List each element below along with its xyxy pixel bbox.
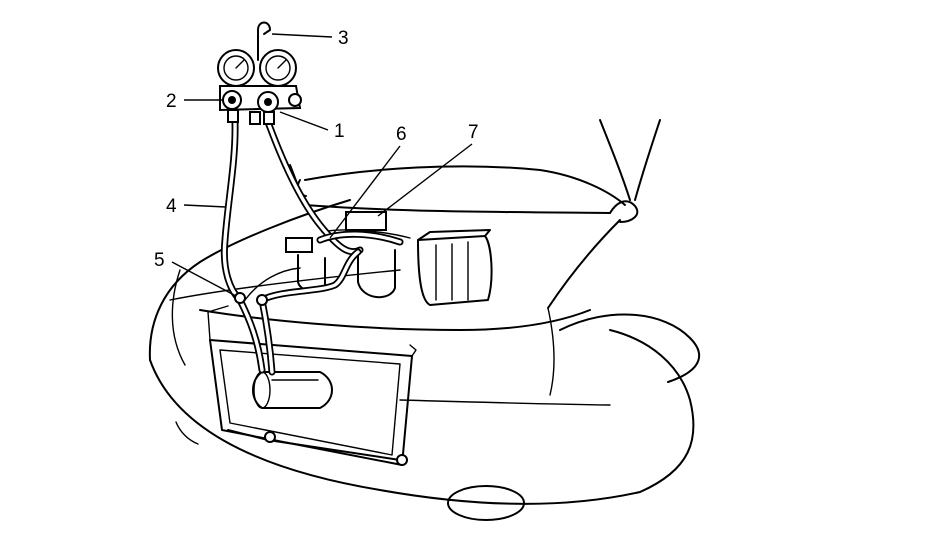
leader-3 <box>271 33 333 38</box>
lower-right-fitting <box>396 454 408 466</box>
hood-front-edge <box>199 309 591 331</box>
raised-hood <box>289 119 661 223</box>
reservoir-cap <box>285 237 313 253</box>
leader-6 <box>329 145 401 239</box>
hood-hinge <box>609 200 639 223</box>
manifold-side-fitting <box>288 93 302 107</box>
left-air-vent <box>175 421 199 445</box>
leader-1 <box>279 111 329 131</box>
low-gauge-needle <box>235 59 245 69</box>
bumper-lower-edge <box>149 359 641 505</box>
hood-strut-right <box>599 119 631 201</box>
front-body-outline <box>148 199 351 361</box>
fender-inner-line <box>547 307 555 396</box>
left-headlight <box>171 269 186 366</box>
callout-2: 2 <box>166 91 177 112</box>
compressor <box>252 371 333 409</box>
leader-5 <box>171 261 237 297</box>
high-valve-center <box>264 98 272 106</box>
callout-7: 7 <box>468 122 479 143</box>
high-side-port <box>256 294 268 306</box>
callout-5: 5 <box>154 250 165 271</box>
leader-7 <box>377 143 473 217</box>
fog-light <box>447 485 525 521</box>
evaporator-line <box>318 232 402 244</box>
fender-upper-line <box>547 219 621 309</box>
label-seven-part <box>345 211 387 231</box>
condenser-side-right <box>409 344 417 357</box>
callout-6: 6 <box>396 124 407 145</box>
callouts: 3 2 1 4 5 6 7 <box>154 28 479 297</box>
hood-latch-line <box>304 165 626 206</box>
callout-4: 4 <box>166 196 177 217</box>
manifold-hook <box>257 21 271 61</box>
low-gauge-face <box>223 55 249 81</box>
condenser <box>207 305 417 466</box>
right-fender-arch <box>559 313 700 383</box>
right-body-curve <box>609 329 695 493</box>
high-gauge-face <box>265 55 291 81</box>
car-body <box>148 199 700 521</box>
compressor-pulley <box>253 371 271 409</box>
leader-4 <box>183 204 227 208</box>
gauge-manifold <box>217 21 302 125</box>
high-side-hose <box>266 120 362 254</box>
hood-rear-edge <box>304 204 611 214</box>
service-hoses <box>220 118 404 376</box>
callout-3: 3 <box>338 28 349 49</box>
manifold-port-center <box>249 111 261 125</box>
engine-bay <box>244 211 493 306</box>
body-crease <box>399 399 611 406</box>
condenser-inner <box>219 349 401 456</box>
low-valve-center <box>228 96 236 104</box>
hood-strut-left <box>634 119 661 201</box>
condenser-side-left <box>207 305 229 341</box>
accumulator <box>357 249 396 298</box>
manifold-port-right <box>263 111 275 125</box>
low-side-port <box>234 292 246 304</box>
hood-front-ledge <box>169 269 401 301</box>
bay-line-1 <box>244 267 301 301</box>
accumulator-line <box>260 250 360 302</box>
callout-1: 1 <box>334 121 345 142</box>
air-cleaner-box <box>417 235 493 306</box>
high-gauge-needle <box>277 59 287 69</box>
low-side-hose <box>222 120 242 302</box>
suction-hose <box>238 298 264 372</box>
air-box-lid <box>417 229 491 241</box>
air-box-ribs <box>435 241 469 301</box>
manifold-port-left <box>227 109 239 123</box>
lower-fitting <box>264 431 276 443</box>
